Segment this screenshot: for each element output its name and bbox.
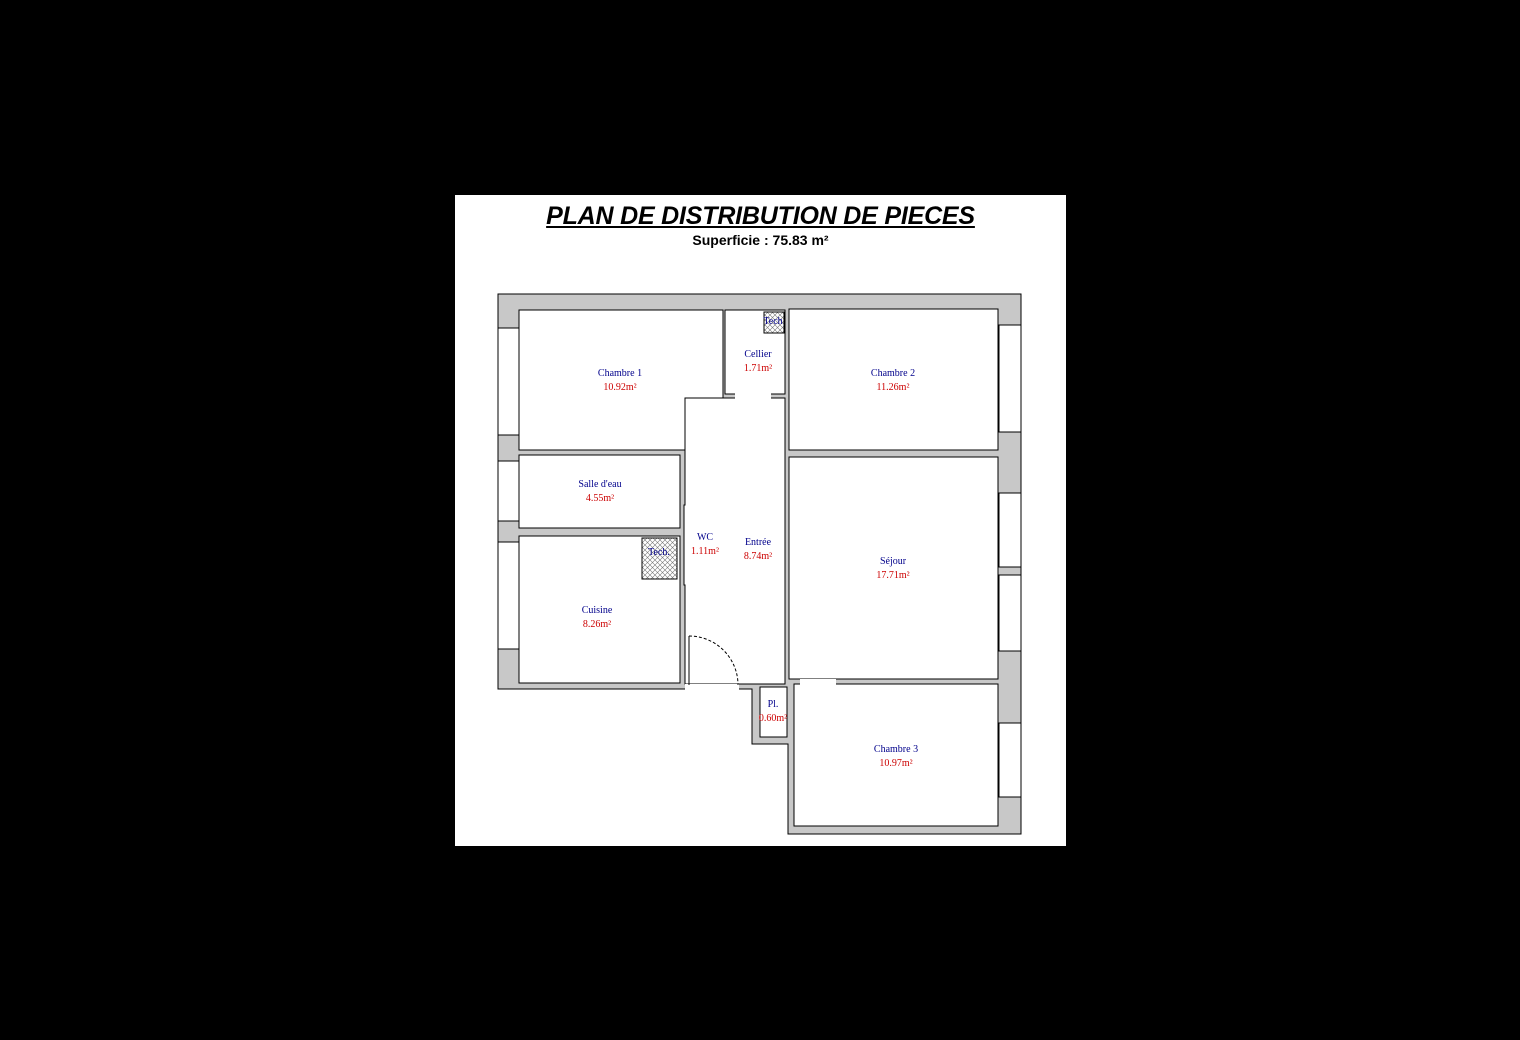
svg-text:10.92m²: 10.92m² bbox=[603, 382, 636, 393]
windows bbox=[497, 324, 1022, 798]
door-openings bbox=[685, 393, 836, 691]
svg-text:Entrée: Entrée bbox=[745, 537, 772, 548]
room-label-tech-top: Tech bbox=[763, 316, 782, 327]
tech-duct-top bbox=[763, 311, 785, 334]
svg-text:17.71m²: 17.71m² bbox=[876, 570, 909, 581]
svg-text:1.11m²: 1.11m² bbox=[691, 546, 719, 557]
svg-text:8.26m²: 8.26m² bbox=[583, 619, 611, 630]
svg-text:10.97m²: 10.97m² bbox=[879, 758, 912, 769]
svg-text:8.74m²: 8.74m² bbox=[744, 551, 772, 562]
room-chambre-3 bbox=[793, 683, 999, 827]
room-label-wc: WC 1.11m² bbox=[691, 532, 719, 557]
svg-text:11.26m²: 11.26m² bbox=[877, 382, 910, 393]
room-placard bbox=[759, 686, 788, 738]
room-label-chambre-3: Chambre 3 10.97m² bbox=[874, 744, 918, 769]
svg-text:Tech.: Tech. bbox=[648, 547, 670, 558]
room-chambre-2 bbox=[788, 308, 999, 451]
room-label-chambre-2: Chambre 2 11.26m² bbox=[871, 368, 915, 393]
room-label-cuisine: Cuisine 8.26m² bbox=[582, 605, 613, 630]
entry-door-swing bbox=[688, 635, 739, 686]
floor-plan: Chambre 1 10.92m² Cellier 1.71m² Tech Ch… bbox=[497, 293, 1022, 835]
svg-text:1.71m²: 1.71m² bbox=[744, 363, 772, 374]
svg-text:4.55m²: 4.55m² bbox=[586, 493, 614, 504]
svg-text:Chambre 1: Chambre 1 bbox=[598, 368, 642, 379]
room-salle-deau bbox=[518, 454, 681, 529]
plan-sheet: PLAN DE DISTRIBUTION DE PIECES Superfici… bbox=[455, 195, 1066, 846]
room-sejour bbox=[788, 456, 999, 680]
room-label-cellier: Cellier 1.71m² bbox=[744, 349, 772, 374]
svg-text:Pl.: Pl. bbox=[768, 699, 779, 710]
plan-title: PLAN DE DISTRIBUTION DE PIECES bbox=[546, 202, 975, 230]
room-entree bbox=[683, 397, 786, 685]
svg-text:WC: WC bbox=[697, 532, 713, 543]
svg-text:Chambre 3: Chambre 3 bbox=[874, 744, 918, 755]
svg-text:0.60m²: 0.60m² bbox=[759, 713, 787, 724]
room-label-chambre-1: Chambre 1 10.92m² bbox=[598, 368, 642, 393]
svg-text:Cellier: Cellier bbox=[744, 349, 772, 360]
svg-text:Tech: Tech bbox=[763, 316, 782, 327]
room-label-sejour: Séjour 17.71m² bbox=[876, 556, 909, 581]
svg-text:Séjour: Séjour bbox=[880, 556, 907, 567]
svg-text:Cuisine: Cuisine bbox=[582, 605, 613, 616]
tech-duct-left bbox=[641, 537, 678, 580]
svg-text:Chambre 2: Chambre 2 bbox=[871, 368, 915, 379]
room-label-placard: Pl. 0.60m² bbox=[759, 699, 787, 724]
room-label-entree: Entrée 8.74m² bbox=[744, 537, 772, 562]
room-label-tech-left: Tech. bbox=[648, 547, 670, 558]
svg-text:Salle d'eau: Salle d'eau bbox=[578, 479, 621, 490]
plan-subtitle: Superficie : 75.83 m² bbox=[692, 232, 829, 248]
room-label-salle-deau: Salle d'eau 4.55m² bbox=[578, 479, 621, 504]
